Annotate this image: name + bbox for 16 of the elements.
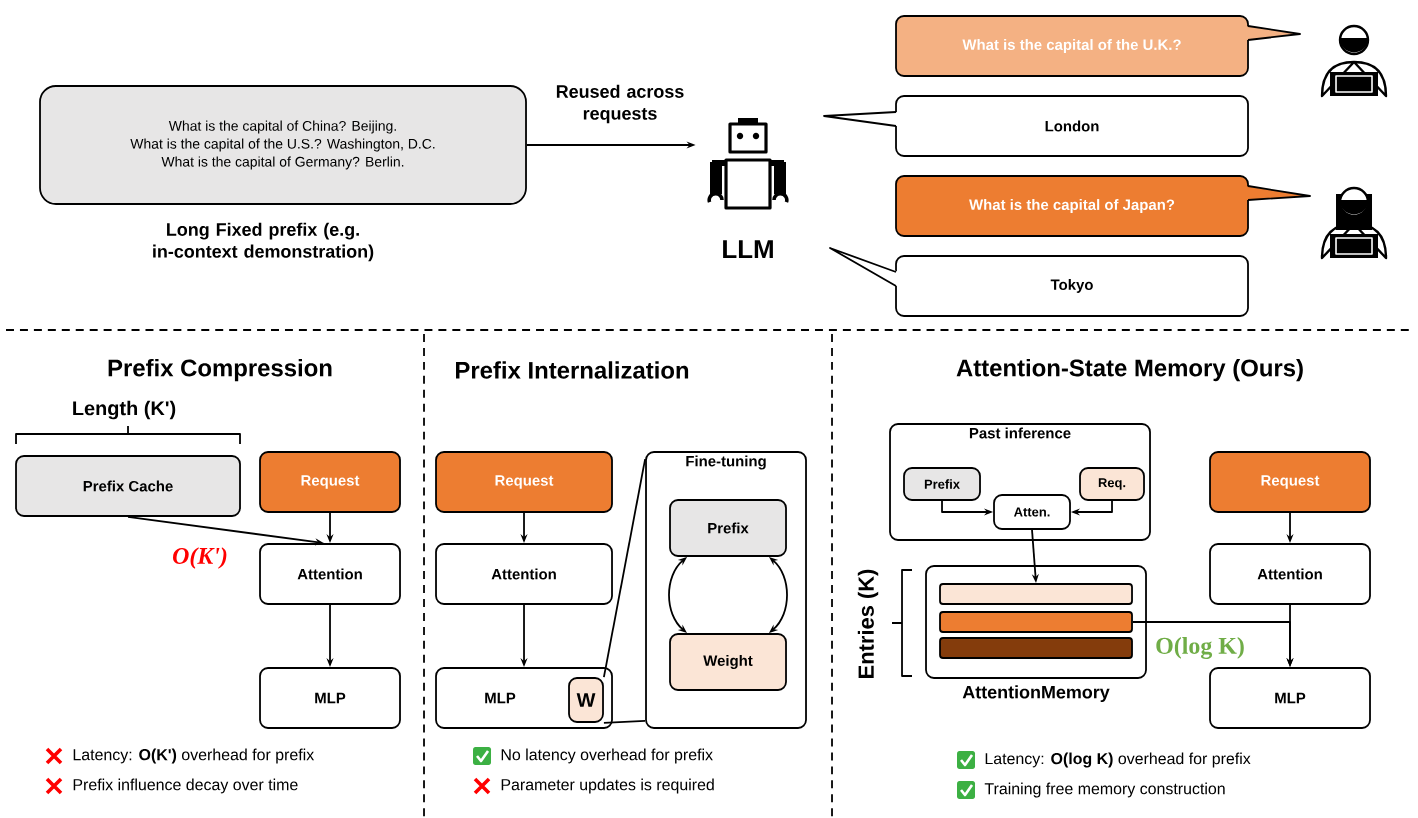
dimension-label: Length (K') — [73, 400, 176, 420]
edge-label: O(log K) — [1153, 635, 1247, 661]
robot-drawing: LLM — [707, 118, 789, 258]
weight-box: W — [568, 677, 604, 723]
dimension-label: Entries (K) — [857, 569, 879, 678]
memory-entry — [939, 611, 1133, 633]
node-label: Long Fixed prefix (e.g. in-context demonstration) — [153, 222, 374, 262]
section-title: Prefix Compression — [108, 358, 332, 382]
memory-entry — [939, 583, 1133, 605]
memory-entry — [939, 637, 1133, 659]
section-title: Prefix Internalization — [456, 361, 689, 379]
node-label: LLM — [723, 240, 773, 259]
edge-label: Reused across requests — [556, 84, 684, 124]
node-label: AttentionMemory — [962, 685, 1110, 703]
edge-label: O(K') — [170, 545, 230, 571]
section-title: Attention-State Memory (Ours) — [956, 358, 1303, 382]
